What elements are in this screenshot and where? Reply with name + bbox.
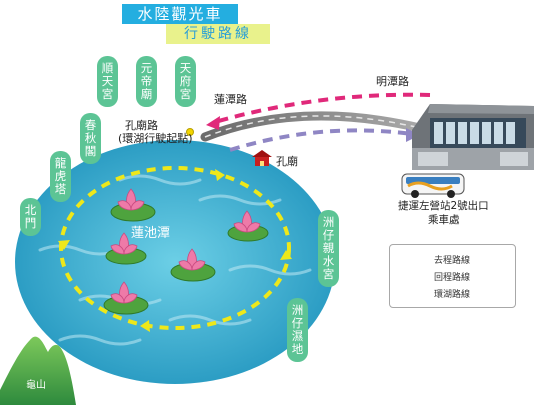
tag-yuandi-temple: 元帝廟	[136, 56, 157, 107]
map-subtitle: 行駛路線	[166, 24, 270, 44]
tag-chunqiu-pavilion: 春秋閣	[80, 113, 101, 164]
turtle-mountain	[0, 336, 76, 405]
lake-loop-route	[59, 166, 291, 330]
outbound-route	[214, 92, 431, 124]
outbound-arrowhead	[206, 116, 220, 130]
label-confucius-temple: 孔廟	[276, 155, 298, 168]
lake-loop-arrows	[58, 169, 292, 332]
mrt-station-building	[412, 104, 534, 170]
label-kongmiao-road: 孔廟路	[125, 119, 158, 132]
label-boarding-point: 乘車處	[428, 214, 460, 226]
label-station-exit: 捷運左營站2號出口	[398, 200, 489, 212]
map-title: 水陸觀光車	[122, 4, 238, 24]
return-route	[229, 128, 413, 152]
legend-return: 回程路線	[434, 273, 471, 283]
label-mingtan-road: 明潭路	[376, 75, 409, 88]
tag-tianfu-temple: 天府宮	[175, 56, 196, 107]
legend: 去程路線 回程路線 環湖路線	[389, 244, 516, 308]
tag-zhouzai-water-park: 洲仔親水宮	[318, 210, 339, 287]
road-edge	[204, 115, 421, 138]
label-liantan-road: 蓮潭路	[214, 93, 247, 106]
tour-bus-icon	[401, 173, 465, 198]
temple-icon	[252, 150, 272, 166]
legend-lake-loop: 環湖路線	[434, 290, 471, 300]
tag-north-gate: 北門	[20, 198, 41, 236]
tag-shuntian-temple: 順天宮	[97, 56, 118, 107]
label-loop-start-note: (環湖行駛起點)	[118, 132, 193, 145]
tag-zhouzai-wetland: 洲仔濕地	[287, 298, 308, 362]
label-lotus-pond: 蓮池潭	[131, 226, 171, 241]
label-turtle-mountain: 龜山	[26, 380, 46, 391]
pond	[15, 140, 335, 384]
tag-longhu-pagoda: 龍虎塔	[50, 151, 71, 202]
lotus-flowers	[110, 188, 261, 304]
legend-outbound: 去程路線	[434, 256, 471, 266]
start-point-dot	[186, 128, 194, 136]
